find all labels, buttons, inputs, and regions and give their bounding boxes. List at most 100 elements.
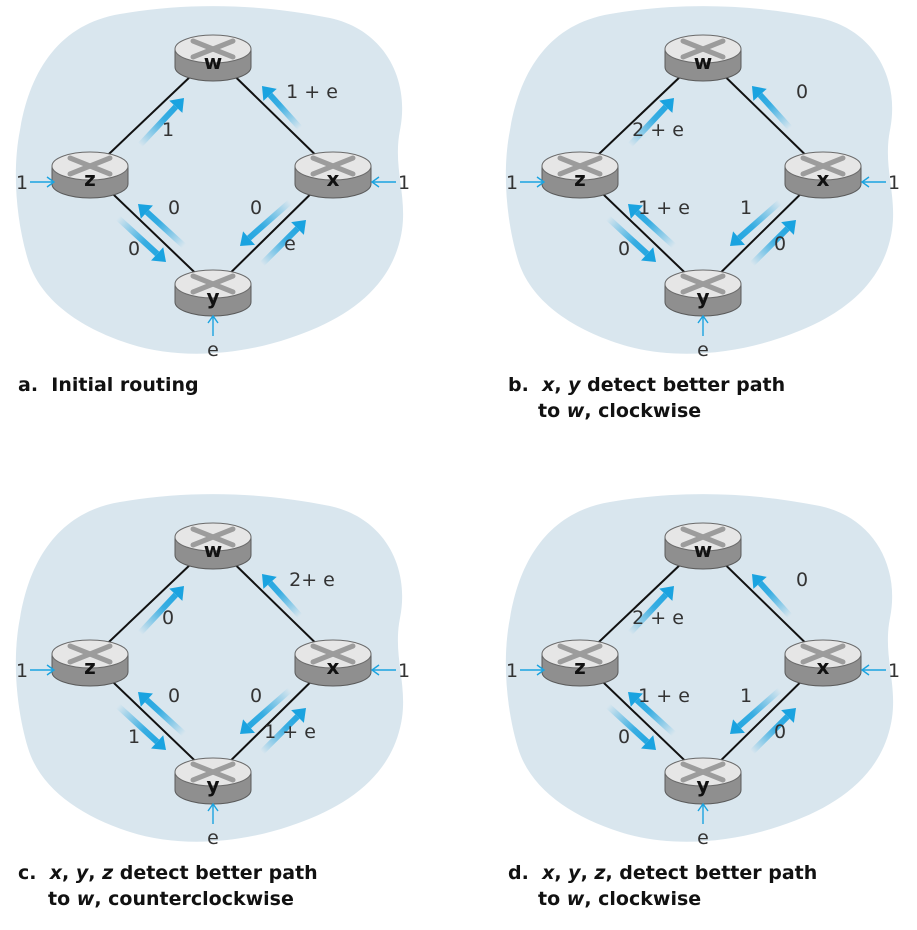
arrow-label: 1 xyxy=(162,119,174,141)
router-cross-icon xyxy=(680,526,726,548)
load-arrow-y-to-z: 0 xyxy=(138,197,187,249)
caption-text: y xyxy=(568,374,581,396)
load-arrow-x-to-w: 0 xyxy=(752,81,808,131)
caption-line-1: b. x, y detect better path xyxy=(508,372,917,398)
caption-text: , clockwise xyxy=(584,400,702,422)
router-label-y: y xyxy=(696,285,709,309)
arrow-head-icon xyxy=(262,574,277,589)
caption-line-2: to w, clockwise xyxy=(508,886,917,912)
arrow-head-icon xyxy=(151,247,166,262)
router-w: w xyxy=(174,522,252,570)
caption-text: y xyxy=(568,862,581,884)
arrow-shaft xyxy=(267,92,303,131)
arrow-head-icon xyxy=(752,86,767,101)
load-arrow-z-to-y: 1 xyxy=(115,703,166,750)
network-cloud xyxy=(15,6,404,354)
load-arrow-x-to-y: 0 xyxy=(240,197,292,246)
arrow-head-icon xyxy=(240,719,255,734)
router-cross-icon xyxy=(800,155,846,177)
arrow-shaft xyxy=(247,199,292,241)
arrow-shaft xyxy=(115,703,160,745)
arrow-label: 1 + e xyxy=(638,685,690,707)
arrow-label: 0 xyxy=(168,685,180,707)
arrow-shaft xyxy=(605,215,650,257)
router-cross-icon xyxy=(190,526,236,548)
arrow-shaft xyxy=(634,209,677,249)
arrow-shaft xyxy=(757,92,793,131)
router-x: x xyxy=(294,151,372,199)
external-load-y: e xyxy=(207,802,219,849)
caption-line-2: to w, clockwise xyxy=(508,398,917,424)
router-y: y xyxy=(664,269,742,317)
caption-text: detect better path xyxy=(113,862,318,884)
arrow-label: 0 xyxy=(162,607,174,629)
caption-text: to xyxy=(538,888,567,910)
external-load-x: 1 xyxy=(370,172,410,194)
arrow-label: 1 xyxy=(740,197,752,219)
caption-text: x xyxy=(542,374,555,396)
router-label-w: w xyxy=(204,538,222,562)
external-load-z: 1 xyxy=(506,660,546,682)
arrow-head-icon xyxy=(659,586,674,601)
router-label-y: y xyxy=(206,773,219,797)
caption-text: , detect better path xyxy=(605,862,818,884)
load-arrow-z-to-y: 0 xyxy=(605,703,656,750)
router-cross-icon xyxy=(557,155,603,177)
load-arrow-y-to-z: 1 + e xyxy=(628,197,690,249)
router-x: x xyxy=(294,639,372,687)
load-arrow-z-to-w: 2 + e xyxy=(627,98,684,148)
arrow-shaft xyxy=(627,592,668,636)
arrow-head-icon xyxy=(752,574,767,589)
external-load-x: 1 xyxy=(370,660,410,682)
load-label: e xyxy=(207,339,219,361)
caption-text: , xyxy=(580,862,595,884)
load-arrow-x-to-y: 0 xyxy=(240,685,292,734)
router-z: z xyxy=(51,639,129,687)
caption-letter: c. xyxy=(18,862,37,884)
router-x: x xyxy=(784,639,862,687)
arrow-label: 1 xyxy=(128,726,140,748)
router-z: z xyxy=(541,639,619,687)
load-label: e xyxy=(697,827,709,849)
arrow-head-icon xyxy=(151,735,166,750)
router-cross-icon xyxy=(680,761,726,783)
caption-text: , clockwise xyxy=(584,888,702,910)
router-cross-icon xyxy=(190,761,236,783)
load-arrow-y-to-x: 0 xyxy=(749,708,796,755)
router-label-x: x xyxy=(817,655,830,679)
caption-text: x xyxy=(49,862,62,884)
load-label: 1 xyxy=(888,660,900,682)
router-label-z: z xyxy=(84,655,96,679)
arrow-head-icon xyxy=(781,220,796,235)
caption-text: y xyxy=(75,862,89,884)
arrow-label: 1 + e xyxy=(286,81,338,103)
router-label-y: y xyxy=(206,285,219,309)
router-cross-icon xyxy=(557,643,603,665)
router-cross-icon xyxy=(680,38,726,60)
arrow-head-icon xyxy=(138,204,153,219)
caption-text: , counterclockwise xyxy=(94,888,294,910)
caption-line-1: d. x, y, z, detect better path xyxy=(508,860,917,886)
load-arrow-z-to-w: 2 + e xyxy=(627,586,684,636)
arrow-head-icon xyxy=(730,231,745,246)
load-label: 1 xyxy=(398,172,410,194)
external-load-z: 1 xyxy=(16,172,56,194)
router-x: x xyxy=(784,151,862,199)
caption-text: Initial routing xyxy=(51,374,199,396)
router-label-z: z xyxy=(574,167,586,191)
load-arrow-y-to-z: 0 xyxy=(138,685,187,737)
network-cloud xyxy=(505,494,894,842)
arrow-label: 1 + e xyxy=(638,197,690,219)
caption-text: detect better path xyxy=(580,374,786,396)
arrow-shaft xyxy=(137,104,178,148)
arrow-label: 0 xyxy=(796,569,808,591)
caption-text: w xyxy=(566,400,585,422)
arrow-head-icon xyxy=(641,247,656,262)
